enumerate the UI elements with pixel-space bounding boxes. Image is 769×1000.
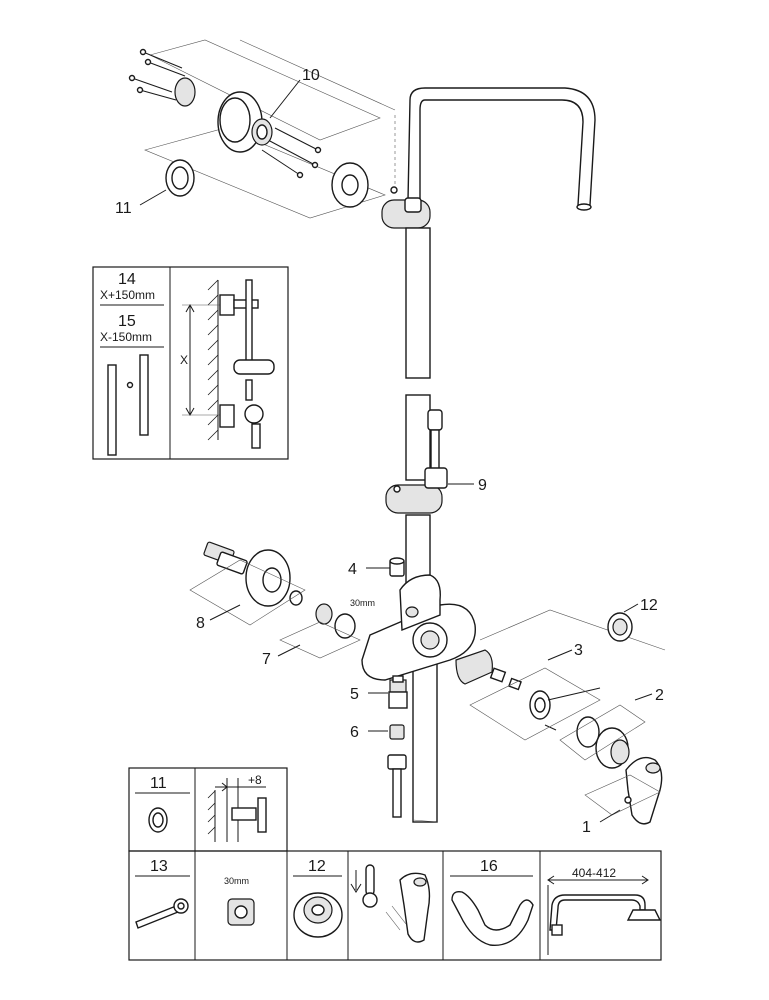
table-reach-dimension: 404-412 [572,866,616,880]
dimension-x-icon [182,303,230,417]
rail-mount-icon [219,279,275,449]
inset-part-15: 15 [118,313,136,330]
callout-9: 9 [478,477,487,494]
spanner-icon [135,898,189,929]
gasket-11-icon [165,159,195,197]
callout-7: 7 [262,651,271,668]
stop-cap-12-large-icon [293,892,343,938]
nut-size-label: 30mm [350,598,375,608]
wall-hatch-icon [207,279,219,441]
inlet-union-icon [203,541,356,639]
handle-cover-icon [576,716,630,769]
nut-icon [227,898,255,926]
callout-12: 12 [640,597,658,614]
callout-10: 10 [302,67,320,84]
escutcheon-ring-icon [331,162,369,208]
callout-11: 11 [115,200,132,217]
table-part-12: 12 [308,858,326,875]
callout-5: 5 [350,686,359,703]
reach-detail-icon [547,875,662,955]
wall-plate-icon [217,91,273,153]
spare-parts-table: 11 +8 13 [128,767,662,961]
table-part-11: 11 [150,775,167,792]
callout-6: 6 [350,724,359,741]
riser-rail-icon [405,227,438,823]
wall-plug-icon [174,77,196,107]
table-part-13: 13 [150,858,168,875]
nut-6-icon [389,724,405,740]
thermostat-body-icon [361,574,476,681]
rail-clamp-icon [381,186,431,229]
inset-part-14-size: X+150mm [100,288,155,302]
wall-depth-detail-icon [207,778,267,842]
handshower-holder-icon [385,409,448,514]
gasket-11-small-icon [148,807,168,833]
outlet-pipe-icon [387,754,407,818]
callout-8: 8 [196,615,205,632]
dimension-x-label: X [180,353,188,367]
callout-2: 2 [655,687,664,704]
rail-extension-inset: 14 X+150mm 15 X-150mm [92,266,289,460]
table-part-16: 16 [480,858,498,875]
inset-part-15-size: X-150mm [100,330,152,344]
wall-bracket-assembly: 10 11 [115,39,396,219]
inset-part-14: 14 [118,271,136,288]
cartridge-icon [388,675,408,709]
cap-icon [389,557,405,577]
table-nut-size: 30mm [224,876,249,886]
shower-arm-16-icon [451,890,534,946]
temperature-limiter-icon [350,864,431,943]
thermostat-element-icon [455,649,601,731]
screw-set-icon [128,48,322,179]
callout-3: 3 [574,642,583,659]
callout-4: 4 [348,561,357,578]
stop-cap-12-icon [607,612,633,642]
rail-pieces-icon [107,354,149,456]
overhead-arm-icon [407,87,596,211]
table-depth-plus8: +8 [248,773,262,787]
lever-handle-icon [624,756,663,825]
callout-1: 1 [582,819,591,836]
